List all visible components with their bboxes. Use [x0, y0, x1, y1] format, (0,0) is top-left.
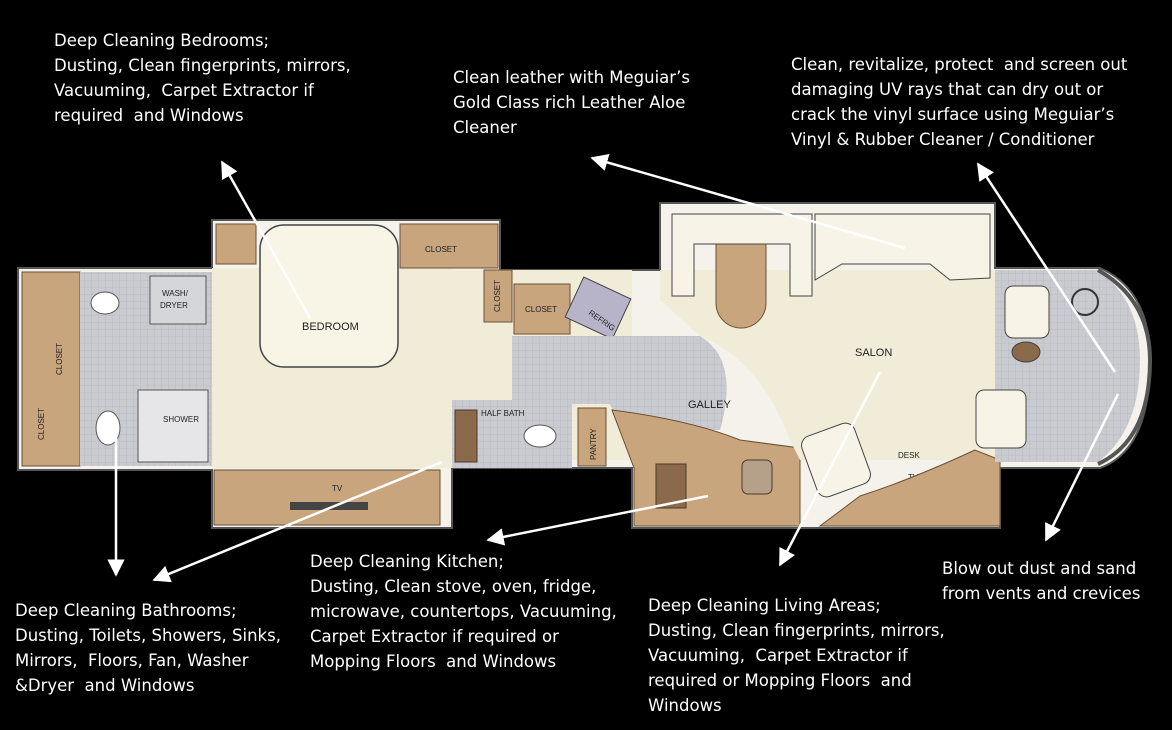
closet-mid-label: CLOSET — [525, 305, 557, 314]
washer-dryer-label-1: WASH/ — [162, 289, 189, 298]
caption-kitchen: Deep Cleaning Kitchen; Dusting, Clean st… — [310, 552, 617, 671]
caption-vents: Blow out dust and sand from vents and cr… — [942, 559, 1141, 603]
desk-label: DESK — [898, 451, 920, 460]
washer-dryer-label-2: DRYER — [160, 301, 188, 310]
refrigerator — [564, 276, 632, 340]
tv-bedroom — [290, 502, 368, 510]
bedroom-tv-cabinet — [213, 469, 441, 526]
half-bath-toilet — [523, 424, 557, 448]
tv-bedroom-label: TV — [332, 484, 343, 493]
bed — [259, 224, 399, 368]
salon-recliner — [801, 422, 871, 498]
salon-dinette-sofa — [671, 213, 813, 297]
closet-vertical — [483, 269, 513, 323]
galley-floor — [512, 336, 727, 430]
shower-label: SHOWER — [163, 415, 199, 424]
washer-dryer — [149, 275, 207, 325]
passenger-seat — [1004, 285, 1050, 339]
galley-sink — [741, 459, 773, 495]
caption-bathrooms: Deep Cleaning Bathrooms; Dusting, Toilet… — [15, 601, 281, 695]
steering-wheel — [1071, 288, 1099, 316]
rear-closet-area — [21, 271, 81, 467]
closet-vertical-label: CLOSET — [493, 280, 502, 312]
arrow-kitchen — [486, 494, 709, 546]
arrow-living — [778, 371, 882, 567]
passenger-seat-base — [1011, 341, 1041, 363]
arrow-bathroom-to-tv — [152, 460, 443, 583]
caption-bedrooms: Deep Cleaning Bedrooms; Dusting, Clean f… — [54, 31, 351, 125]
bedroom-closet-top — [399, 223, 499, 269]
closet-label-1: CLOSET — [37, 408, 46, 440]
closet-top-label: CLOSET — [425, 245, 457, 254]
arrow-bedrooms — [220, 160, 312, 319]
salon-desk-cabinet — [818, 449, 1001, 527]
pantry-label: PANTRY — [589, 428, 598, 460]
pantry — [577, 407, 607, 467]
caption-vinyl: Clean, revitalize, protect and screen ou… — [791, 55, 1128, 149]
closet-label-2: CLOSET — [55, 343, 64, 375]
shower — [137, 389, 209, 463]
caption-leather: Clean leather with Meguiar’s Gold Class … — [453, 68, 690, 137]
driver-seat — [975, 389, 1027, 449]
dashboard-windshield — [1096, 268, 1153, 466]
bedroom-label: BEDROOM — [302, 321, 359, 333]
arrow-leather — [590, 153, 906, 250]
bedroom-nightstand-left — [215, 223, 257, 265]
rear-toilet — [95, 410, 121, 446]
arrow-vents — [1044, 393, 1120, 542]
rear-sink — [90, 291, 120, 315]
arrow-vinyl — [976, 162, 1117, 373]
half-bath-vanity — [454, 409, 478, 463]
salon-label: SALON — [855, 347, 892, 359]
callout-arrows — [107, 153, 1120, 583]
caption-living: Deep Cleaning Living Areas; Dusting, Cle… — [648, 596, 945, 715]
galley-label: GALLEY — [688, 399, 731, 411]
half-bath-label: HALF BATH — [481, 409, 525, 418]
